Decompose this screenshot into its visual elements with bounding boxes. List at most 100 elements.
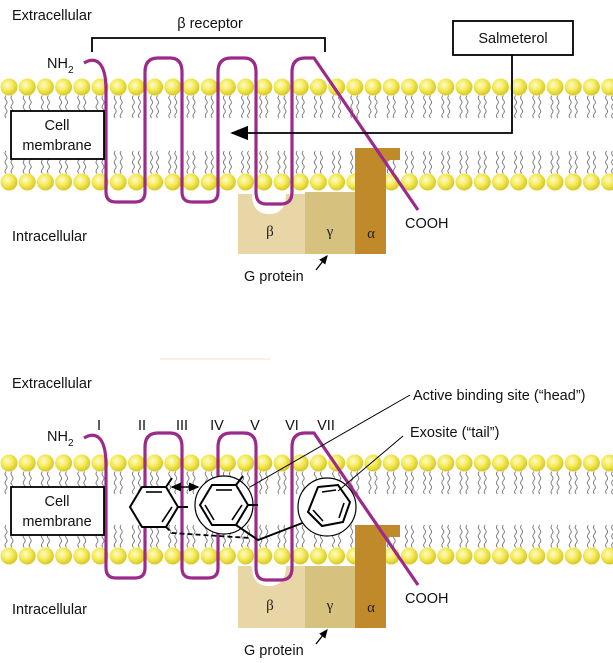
lipid-tail — [313, 150, 317, 174]
lipid-head — [0, 547, 18, 565]
lipid-tail — [168, 524, 172, 548]
lipid-head — [36, 173, 54, 191]
lipid-tail — [174, 471, 178, 495]
lipid-tail — [295, 524, 299, 548]
lipid-tail — [186, 471, 190, 495]
receptor-bracket — [91, 37, 326, 52]
lipid-tail — [483, 471, 487, 495]
lipid-tail — [465, 524, 469, 548]
lipid-tail — [4, 524, 8, 548]
g-alpha-label: α — [367, 226, 375, 242]
lipid-head — [455, 173, 473, 191]
exosite-pointer — [337, 435, 404, 492]
lipid-tail — [283, 471, 287, 495]
nh2-label: NH2 — [47, 429, 74, 449]
lipid-tail — [319, 95, 323, 119]
lipid-tail — [168, 95, 172, 119]
lipid-tail — [574, 150, 578, 174]
lipid-tail — [259, 95, 263, 119]
lipid-tail — [483, 150, 487, 174]
lipid-tail — [532, 95, 536, 119]
lipid-tail — [277, 471, 281, 495]
lipid-head — [0, 78, 18, 96]
lipid-head — [255, 173, 273, 191]
salmeterol-arrow — [230, 55, 513, 141]
lipid-tail — [465, 150, 469, 174]
lipid-head — [255, 547, 273, 565]
lipid-head — [419, 173, 437, 191]
lipid-tail — [332, 95, 336, 119]
lipid-head — [200, 173, 218, 191]
lipid-head — [491, 173, 509, 191]
lipid-tail — [204, 95, 208, 119]
lipid-tail — [150, 95, 154, 119]
beta-receptor-chain — [83, 56, 420, 211]
lipid-tail — [423, 471, 427, 495]
extracellular-label: Extracellular — [12, 8, 92, 24]
lipid-tail — [568, 524, 572, 548]
lipid-head — [364, 454, 382, 472]
lipid-tail — [429, 150, 433, 174]
tail-chain — [235, 521, 306, 542]
lipid-tail — [386, 471, 390, 495]
tail-ring — [306, 483, 352, 528]
lipid-tail — [228, 95, 232, 119]
lipid-tail — [465, 95, 469, 119]
beta-receptor-chain — [83, 431, 420, 586]
lipid-head — [218, 173, 236, 191]
lipid-head — [200, 78, 218, 96]
lipid-tail — [174, 95, 178, 119]
cooh-label: COOH — [405, 216, 449, 232]
lipid-tail — [592, 471, 596, 495]
lipid-tail — [356, 471, 360, 495]
lipid-head — [73, 173, 91, 191]
lipid-head — [564, 547, 582, 565]
lipid-tail — [150, 524, 154, 548]
lipid-tail — [574, 471, 578, 495]
lipid-head — [364, 78, 382, 96]
lipid-tail — [368, 95, 372, 119]
lipid-tail — [423, 150, 427, 174]
lipid-tail — [150, 150, 154, 174]
lipid-head — [146, 454, 164, 472]
lipid-head — [400, 547, 418, 565]
lipid-head — [564, 454, 582, 472]
lipid-tail — [447, 524, 451, 548]
lipid-tail — [295, 150, 299, 174]
g-protein-label: G protein — [244, 269, 304, 285]
lipid-tail — [520, 524, 524, 548]
lipid-head — [455, 454, 473, 472]
panel-bottom: Extracellular Intracellular NH2 I II III… — [0, 376, 613, 659]
lipid-tail — [611, 524, 613, 548]
lipid-head — [309, 173, 327, 191]
lipid-tail — [410, 524, 414, 548]
lipid-tail — [156, 150, 160, 174]
lipid-tail — [477, 524, 481, 548]
receptor-label: β receptor — [177, 16, 243, 32]
lipid-head — [73, 78, 91, 96]
lipid-head — [164, 78, 182, 96]
lipid-head — [273, 454, 291, 472]
intracellular-label: Intracellular — [12, 229, 87, 245]
lipid-tail — [247, 95, 251, 119]
lipid-tail — [556, 95, 560, 119]
lipid-tail — [283, 95, 287, 119]
lipid-tail — [611, 95, 613, 119]
lipid-tail — [247, 150, 251, 174]
lipid-tail — [605, 150, 609, 174]
cell-membrane-label-line2: membrane — [22, 514, 91, 530]
lipid-tail — [410, 150, 414, 174]
tm-label-iii: III — [176, 418, 188, 434]
lipid-head — [237, 547, 255, 565]
g-alpha-subunit — [355, 148, 400, 254]
lipid-tail — [241, 150, 245, 174]
lipid-head — [164, 454, 182, 472]
lipid-tail — [113, 95, 117, 119]
lipid-tail — [520, 150, 524, 174]
active-site-pointer — [249, 394, 411, 488]
lipid-head — [237, 454, 255, 472]
lipid-tail — [550, 95, 554, 119]
cell-membrane-label-line1: Cell — [45, 118, 70, 134]
lipid-tail — [319, 150, 323, 174]
